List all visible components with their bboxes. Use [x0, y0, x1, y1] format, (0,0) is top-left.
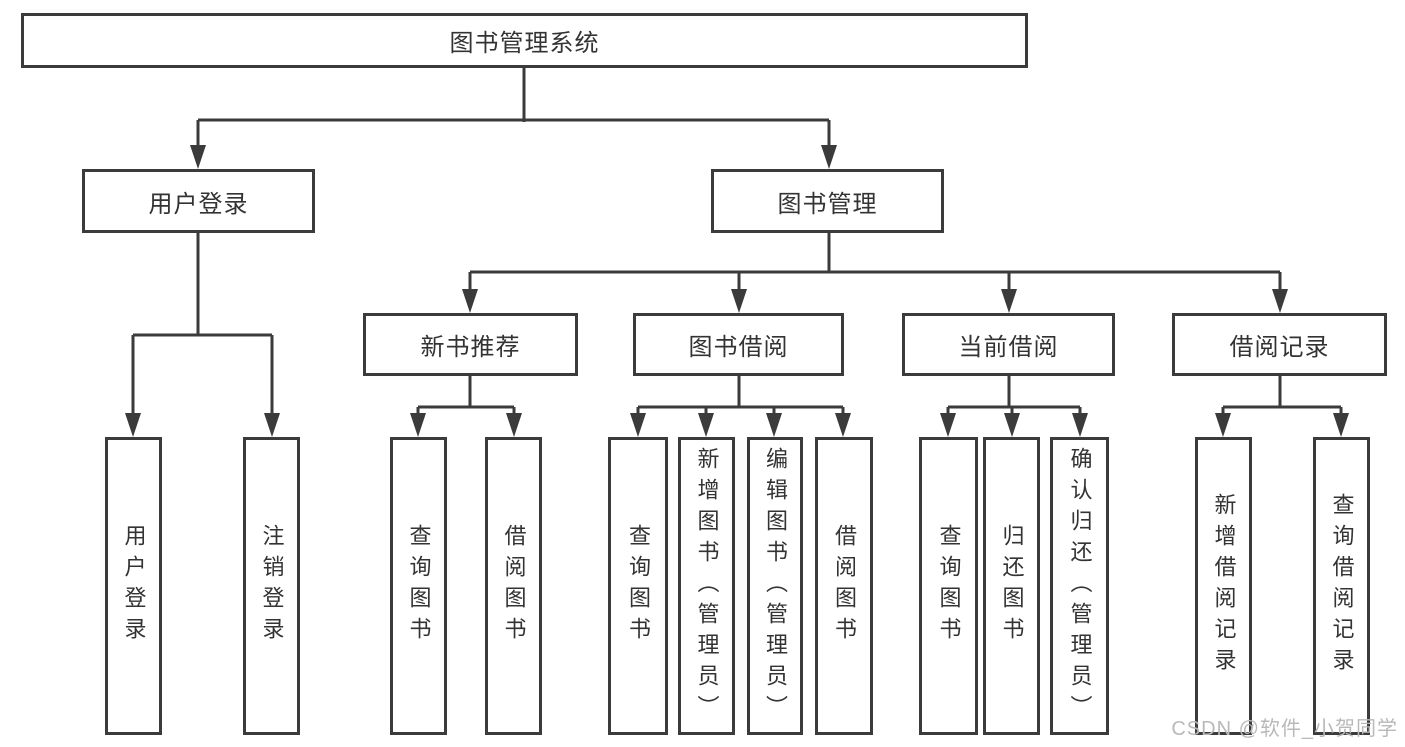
arrowhead-icon	[1004, 413, 1020, 437]
leaf-borrow-books: 借阅图书	[815, 437, 873, 735]
arrowhead-icon	[264, 413, 280, 437]
csdn-watermark: CSDN @软件_小贺同学	[1171, 718, 1398, 740]
arrowhead-icon	[506, 413, 522, 437]
arrowhead-icon	[766, 413, 782, 437]
node-label: 图书管理系统	[449, 30, 600, 57]
arrowhead-icon	[410, 413, 426, 437]
leaf-label: 归还图书	[999, 524, 1025, 648]
leaf-query-books-recommend: 查询图书	[390, 437, 447, 735]
leaf-logout: 注销登录	[243, 437, 300, 735]
arrowhead-icon	[940, 413, 956, 437]
arrowhead-icon	[462, 289, 478, 313]
arrowhead-icon	[125, 413, 141, 437]
arrowhead-icon	[1215, 413, 1231, 437]
leaf-query-books-current: 查询图书	[919, 437, 978, 735]
arrowhead-icon	[698, 413, 714, 437]
leaf-query-borrow-record: 查询借阅记录	[1313, 437, 1370, 735]
arrowhead-icon	[1001, 289, 1017, 313]
leaf-add-books-admin: 新增图书（管理员）	[678, 437, 735, 735]
arrowhead-icon	[630, 413, 646, 437]
node-borrowing-records: 借阅记录	[1172, 313, 1387, 376]
leaf-label: 新增图书（管理员）	[694, 446, 720, 726]
leaf-label: 查询图书	[406, 524, 432, 648]
node-label: 新书推荐	[420, 334, 521, 361]
leaf-confirm-return-admin: 确认归还（管理员）	[1050, 437, 1109, 735]
leaf-label: 用户登录	[121, 524, 147, 648]
arrowhead-icon	[821, 145, 837, 169]
leaf-label: 查询图书	[936, 524, 962, 648]
leaf-label: 确认归还（管理员）	[1067, 446, 1093, 726]
arrowhead-icon	[190, 145, 206, 169]
node-label: 用户登录	[148, 190, 249, 218]
leaf-label: 借阅图书	[832, 524, 857, 648]
leaf-label: 查询图书	[626, 524, 651, 648]
leaf-user-login: 用户登录	[105, 437, 162, 735]
node-user-login: 用户登录	[82, 169, 315, 233]
leaf-query-books-borrowing: 查询图书	[608, 437, 668, 735]
node-library-system: 图书管理系统	[21, 13, 1028, 68]
arrowhead-icon	[835, 413, 851, 437]
node-label: 当前借阅	[958, 334, 1059, 361]
leaf-return-books: 归还图书	[983, 437, 1040, 735]
leaf-edit-books-admin: 编辑图书（管理员）	[747, 437, 803, 735]
arrowhead-icon	[1072, 413, 1088, 437]
node-book-borrowing: 图书借阅	[633, 313, 844, 376]
leaf-label: 新增借阅记录	[1211, 493, 1237, 679]
node-current-borrowing: 当前借阅	[902, 313, 1115, 376]
leaf-borrow-books-recommend: 借阅图书	[485, 437, 542, 735]
node-label: 图书借阅	[688, 334, 789, 361]
node-book-management: 图书管理	[711, 169, 944, 233]
arrowhead-icon	[731, 289, 747, 313]
leaf-label: 借阅图书	[501, 524, 527, 648]
node-label: 图书管理	[777, 190, 878, 218]
node-new-book-recommend: 新书推荐	[363, 313, 578, 376]
leaf-add-borrow-record: 新增借阅记录	[1195, 437, 1252, 735]
arrowhead-icon	[1272, 289, 1288, 313]
leaf-label: 编辑图书（管理员）	[763, 446, 788, 726]
arrowhead-icon	[1333, 413, 1349, 437]
leaf-label: 注销登录	[259, 524, 285, 648]
node-label: 借阅记录	[1229, 334, 1330, 361]
leaf-label: 查询借阅记录	[1329, 493, 1355, 679]
